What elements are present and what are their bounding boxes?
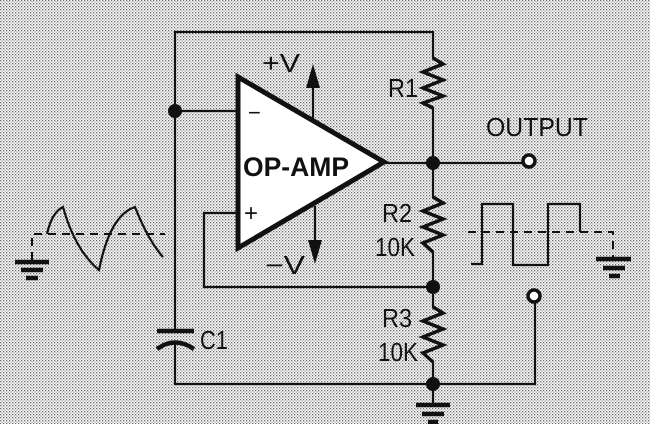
op-amp-label: OP-AMP [243, 152, 349, 182]
resistor-r2-value: 10K [375, 232, 416, 262]
square-waveform [468, 202, 631, 279]
capacitor-c1: C1 [155, 325, 228, 355]
triangle-output-terminal [526, 288, 542, 304]
junction-dot [426, 280, 440, 294]
resistor-r2-label: R2 [382, 198, 412, 228]
wire-top-feedback [173, 30, 435, 60]
resistor-r3-value: 10K [378, 337, 419, 367]
positive-supply: +V [262, 48, 320, 120]
ground-main [416, 402, 450, 424]
inverting-input-sign: − [248, 100, 261, 125]
op-amp: OP-AMP − + [235, 72, 389, 253]
wires [173, 30, 537, 407]
resistor-r3: R3 10K [378, 303, 448, 367]
resistor-r1: R1 [388, 56, 448, 110]
resistor-r3-label: R3 [382, 303, 412, 333]
resistor-r1-zigzag [418, 56, 448, 110]
resistor-r2-zigzag [418, 195, 448, 254]
positive-supply-label: +V [262, 48, 301, 78]
negative-supply-label: −V [265, 250, 306, 280]
junction-dot [426, 156, 440, 170]
output-terminal [521, 153, 537, 169]
output-label: OUTPUT [486, 112, 588, 142]
capacitor-curved-plate [155, 340, 196, 351]
down-arrow-icon [308, 240, 322, 264]
square-wave-trace [471, 202, 582, 267]
triangle-waveform [15, 205, 165, 281]
op-amp-triangle [235, 72, 389, 253]
resistor-r1-label: R1 [388, 73, 418, 103]
junction-dot [426, 377, 440, 391]
square-baseline [468, 231, 614, 258]
wire-noninverting-feedback [202, 211, 435, 289]
capacitor-c1-label: C1 [200, 325, 228, 355]
junction-dot [168, 104, 182, 118]
noninverting-input-sign: + [244, 200, 258, 227]
up-arrow-icon [306, 64, 320, 88]
resistor-r2: R2 10K [375, 195, 448, 262]
junctions [168, 104, 440, 391]
triangle-baseline [31, 233, 165, 260]
resistor-r3-zigzag [418, 305, 448, 364]
negative-supply: −V [265, 205, 322, 280]
triangle-wave-trace [45, 205, 164, 273]
